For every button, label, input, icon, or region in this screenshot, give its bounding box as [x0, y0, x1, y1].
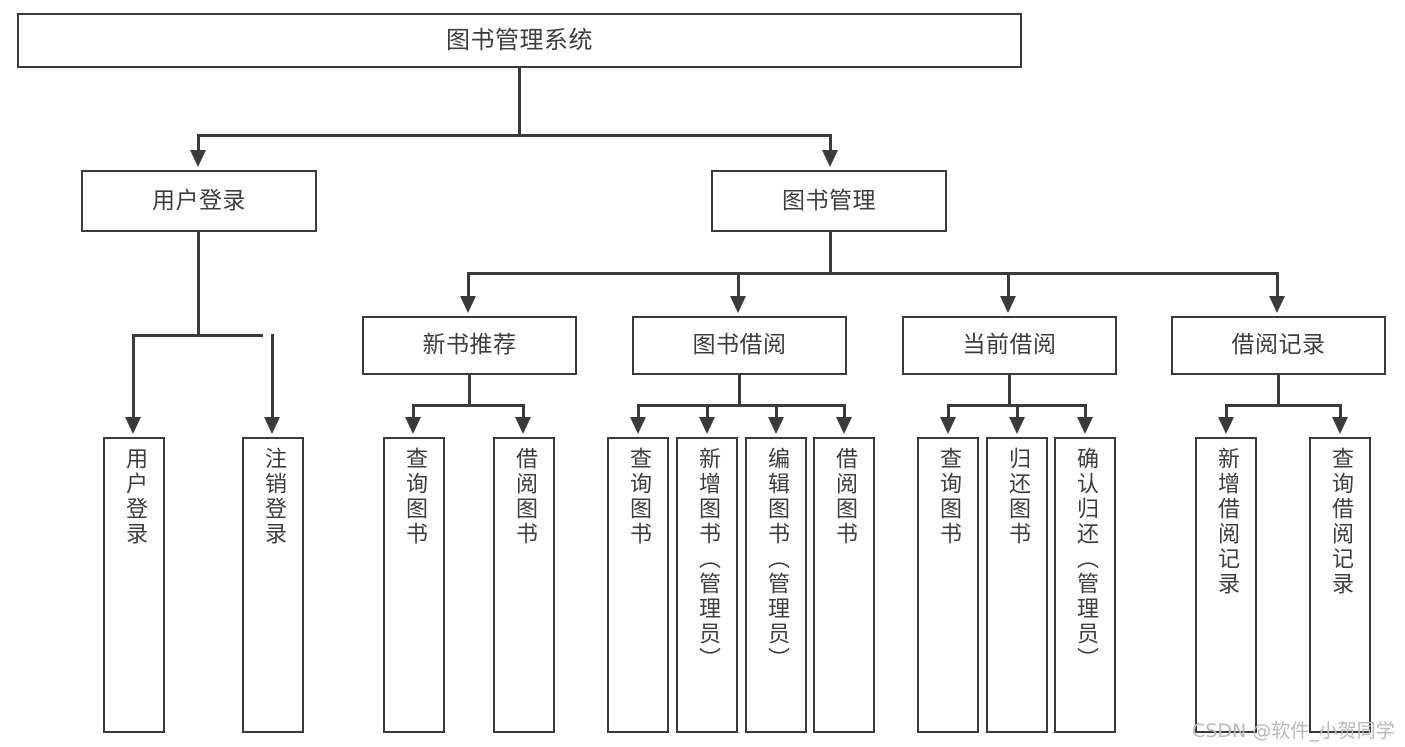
arrow-to-leaf-user-login — [125, 417, 141, 434]
leaf-logout[interactable]: 注销登录 — [242, 437, 304, 733]
arrow-to-book-borrow — [730, 296, 746, 313]
arrow-to-leaf-edit-book — [768, 417, 784, 434]
arrow-to-leaf-borrow-book-nb — [515, 417, 531, 434]
node-label: 当前借阅 — [962, 332, 1057, 359]
node-label: 查询图书 — [936, 447, 961, 547]
arrow-to-leaf-query-book-nb — [405, 417, 421, 434]
node-label: 归还图书 — [1005, 447, 1030, 547]
connector-new-book-stem — [468, 375, 471, 406]
node-label: 图书借阅 — [692, 332, 787, 359]
node-label: 新增图书（管理员） — [695, 447, 720, 672]
node-book-management[interactable]: 图书管理 — [711, 170, 947, 232]
arrow-to-book-management — [822, 150, 838, 167]
leaf-add-book-admin[interactable]: 新增图书（管理员） — [676, 437, 738, 733]
arrow-to-leaf-add-record — [1218, 417, 1234, 434]
connector-new-book-drop-2 — [522, 404, 525, 418]
connector-user-login-stem — [197, 232, 200, 336]
connector-level2-drop-3 — [1007, 272, 1010, 298]
arrow-to-new-book-recommend — [460, 296, 476, 313]
node-label: 查询借阅记录 — [1328, 447, 1353, 597]
arrow-to-leaf-query-book-bb — [630, 417, 646, 434]
arrow-to-borrow-record — [1269, 296, 1285, 313]
arrow-to-leaf-query-book-cb — [940, 417, 956, 434]
connector-book-borrow-bar — [637, 404, 845, 407]
leaf-add-borrow-record[interactable]: 新增借阅记录 — [1195, 437, 1257, 733]
connector-level2-drop-4 — [1276, 272, 1279, 298]
leaf-query-book-new-recommend[interactable]: 查询图书 — [383, 437, 445, 733]
node-label: 查询图书 — [402, 447, 427, 547]
node-book-borrow[interactable]: 图书借阅 — [632, 316, 847, 375]
connector-level2-bar — [467, 272, 1279, 275]
node-label: 编辑图书（管理员） — [764, 447, 789, 672]
node-user-login[interactable]: 用户登录 — [81, 170, 317, 232]
node-label: 注销登录 — [261, 447, 286, 547]
node-label: 借阅图书 — [512, 447, 537, 547]
node-label: 借阅图书 — [832, 447, 857, 547]
leaf-borrow-book-new-recommend[interactable]: 借阅图书 — [493, 437, 555, 733]
arrow-to-leaf-return-book — [1009, 417, 1025, 434]
connector-book-management-stem — [829, 232, 832, 274]
connector-user-login-drop-2 — [271, 334, 274, 418]
node-label: 确认归还（管理员） — [1073, 447, 1098, 672]
leaf-edit-book-admin[interactable]: 编辑图书（管理员） — [745, 437, 807, 733]
leaf-user-login[interactable]: 用户登录 — [103, 437, 165, 733]
connector-borrow-record-bar — [1225, 404, 1342, 407]
node-root-book-management-system[interactable]: 图书管理系统 — [17, 13, 1022, 68]
connector-level2-drop-2 — [737, 272, 740, 298]
connector-root-stem — [518, 68, 521, 136]
connector-current-borrow-stem — [1008, 375, 1011, 406]
connector-book-borrow-drop-3 — [775, 404, 778, 418]
leaf-query-borrow-record[interactable]: 查询借阅记录 — [1309, 437, 1371, 733]
connector-book-borrow-drop-2 — [706, 404, 709, 418]
connector-root-bar — [197, 134, 831, 137]
arrow-to-current-borrow — [1000, 296, 1016, 313]
connector-current-borrow-drop-3 — [1084, 404, 1087, 418]
connector-user-login-drop-1 — [132, 334, 135, 418]
connector-borrow-record-drop-1 — [1225, 404, 1228, 418]
connector-root-drop-left — [197, 134, 200, 152]
arrow-to-leaf-add-book — [699, 417, 715, 434]
node-label: 用户登录 — [122, 447, 147, 547]
arrow-to-leaf-confirm-return — [1077, 417, 1093, 434]
arrow-to-user-login — [190, 150, 206, 167]
connector-current-borrow-drop-1 — [947, 404, 950, 418]
connector-borrow-record-drop-2 — [1339, 404, 1342, 418]
node-label: 新书推荐 — [422, 332, 517, 359]
leaf-query-book-borrow[interactable]: 查询图书 — [607, 437, 669, 733]
node-current-borrow[interactable]: 当前借阅 — [902, 316, 1117, 375]
node-label: 查询图书 — [626, 447, 651, 547]
connector-book-borrow-drop-1 — [637, 404, 640, 418]
connector-borrow-record-stem — [1277, 375, 1280, 406]
node-label: 借阅记录 — [1231, 332, 1326, 359]
leaf-query-book-current[interactable]: 查询图书 — [917, 437, 979, 733]
leaf-borrow-book[interactable]: 借阅图书 — [813, 437, 875, 733]
csdn-watermark: CSDN @软件_小贺同学 — [1192, 720, 1395, 742]
connector-new-book-bar — [412, 404, 525, 407]
node-borrow-record[interactable]: 借阅记录 — [1171, 316, 1386, 375]
node-label: 图书管理 — [782, 187, 876, 214]
leaf-return-book[interactable]: 归还图书 — [986, 437, 1048, 733]
connector-user-login-bar — [132, 334, 263, 337]
connector-new-book-drop-1 — [412, 404, 415, 418]
leaf-confirm-return-admin[interactable]: 确认归还（管理员） — [1054, 437, 1116, 733]
connector-book-borrow-stem — [738, 375, 741, 406]
node-label: 用户登录 — [152, 187, 246, 214]
arrow-to-leaf-query-record — [1332, 417, 1348, 434]
node-label: 图书管理系统 — [446, 25, 593, 54]
connector-book-borrow-drop-4 — [843, 404, 846, 418]
connector-root-drop-right — [829, 134, 832, 152]
node-label: 新增借阅记录 — [1214, 447, 1239, 597]
arrow-to-leaf-logout — [264, 417, 280, 434]
node-new-book-recommend[interactable]: 新书推荐 — [362, 316, 577, 375]
connector-current-borrow-drop-2 — [1016, 404, 1019, 418]
connector-level2-drop-1 — [467, 272, 470, 298]
arrow-to-leaf-borrow-book-bb — [836, 417, 852, 434]
